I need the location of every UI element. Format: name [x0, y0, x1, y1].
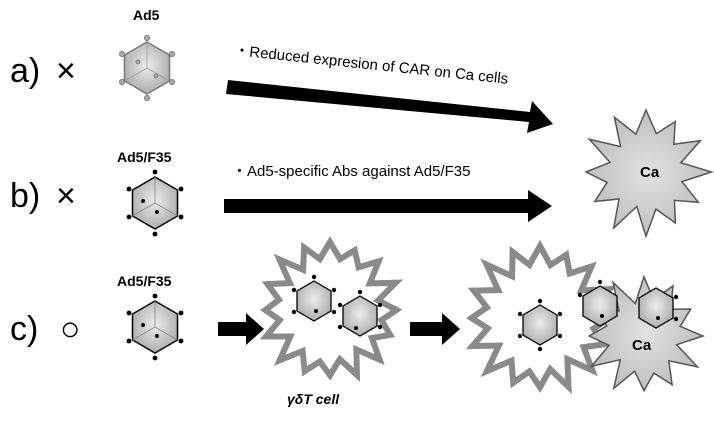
hexagon-virus-icon — [291, 274, 337, 322]
carrier-cell-label: γδT cell — [287, 391, 340, 407]
hexagon-virus-icon — [119, 35, 175, 101]
row-b-note: ・Ad5-specific Abs against Ad5/F35 — [232, 163, 470, 180]
arrow-row-c-1 — [218, 313, 264, 345]
starburst-cell-icon — [259, 236, 404, 382]
hexagon-virus-icon — [517, 298, 563, 352]
hexagon-virus-icon — [337, 289, 383, 337]
arrow-row-b — [224, 190, 552, 222]
hexagon-virus-icon — [126, 293, 184, 361]
row-c-label: c) — [10, 310, 38, 348]
circle-mark-icon: ○ — [60, 310, 81, 348]
row-a-note: ・Reduced expresion of CAR on Ca cells — [234, 42, 509, 88]
cross-mark-icon: × — [56, 52, 76, 90]
tumor-label-bottom: Ca — [632, 337, 652, 354]
row-a-label: a) — [10, 52, 40, 90]
cross-mark-icon: × — [56, 177, 76, 215]
starburst-tumor-icon: Ca — [577, 274, 706, 393]
starburst-cell-icon — [465, 239, 618, 395]
row-b-label: b) — [10, 177, 40, 215]
tumor-label-top: Ca — [640, 164, 660, 181]
virus-b-label: Ad5/F35 — [117, 149, 172, 165]
virus-a-label: Ad5 — [133, 7, 160, 23]
arrow-row-c-2 — [410, 313, 460, 345]
virus-c-label: Ad5/F35 — [117, 273, 172, 289]
starburst-tumor-icon: Ca — [584, 108, 714, 239]
hexagon-virus-icon — [638, 287, 679, 329]
arrow-row-a — [226, 80, 553, 133]
hexagon-virus-icon — [126, 169, 184, 237]
hexagon-virus-icon — [577, 279, 618, 327]
